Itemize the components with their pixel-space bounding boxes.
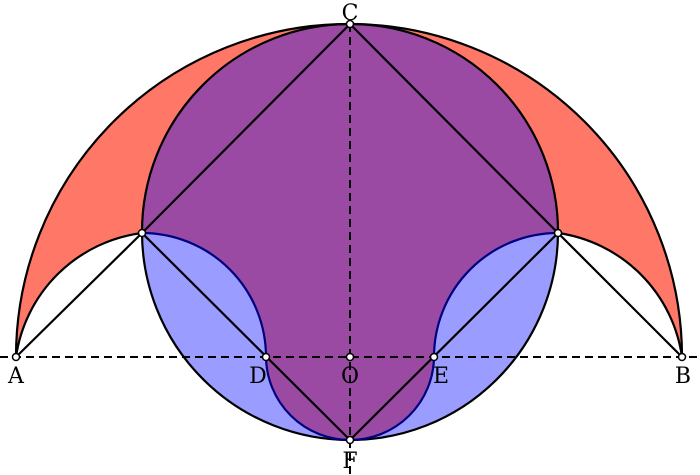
small-arc-right [557, 231, 684, 358]
label-a: A [7, 364, 25, 389]
point-b [677, 352, 687, 362]
segment-right-f [349, 232, 559, 441]
segment-c-right [349, 23, 559, 234]
point-o [345, 352, 355, 362]
label-b: B [675, 364, 691, 389]
navy-arc-right [349, 231, 559, 442]
label-f: F [342, 449, 357, 474]
navy-arc-left [141, 231, 351, 442]
segment-c-left [141, 23, 351, 234]
small-arc-left [14, 231, 143, 358]
point-d [261, 352, 271, 362]
segment-b-right [557, 232, 683, 358]
label-o: O [341, 364, 359, 389]
point-left-tangent [137, 228, 147, 238]
point-right-tangent [553, 228, 563, 238]
segment-a-left [15, 232, 143, 358]
point-e [429, 352, 439, 362]
point-c [345, 19, 355, 29]
label-c: C [342, 1, 359, 26]
label-d: D [249, 364, 267, 389]
point-a [11, 352, 21, 362]
segment-left-f [141, 232, 351, 441]
point-f [345, 435, 355, 445]
label-e: E [433, 364, 449, 389]
